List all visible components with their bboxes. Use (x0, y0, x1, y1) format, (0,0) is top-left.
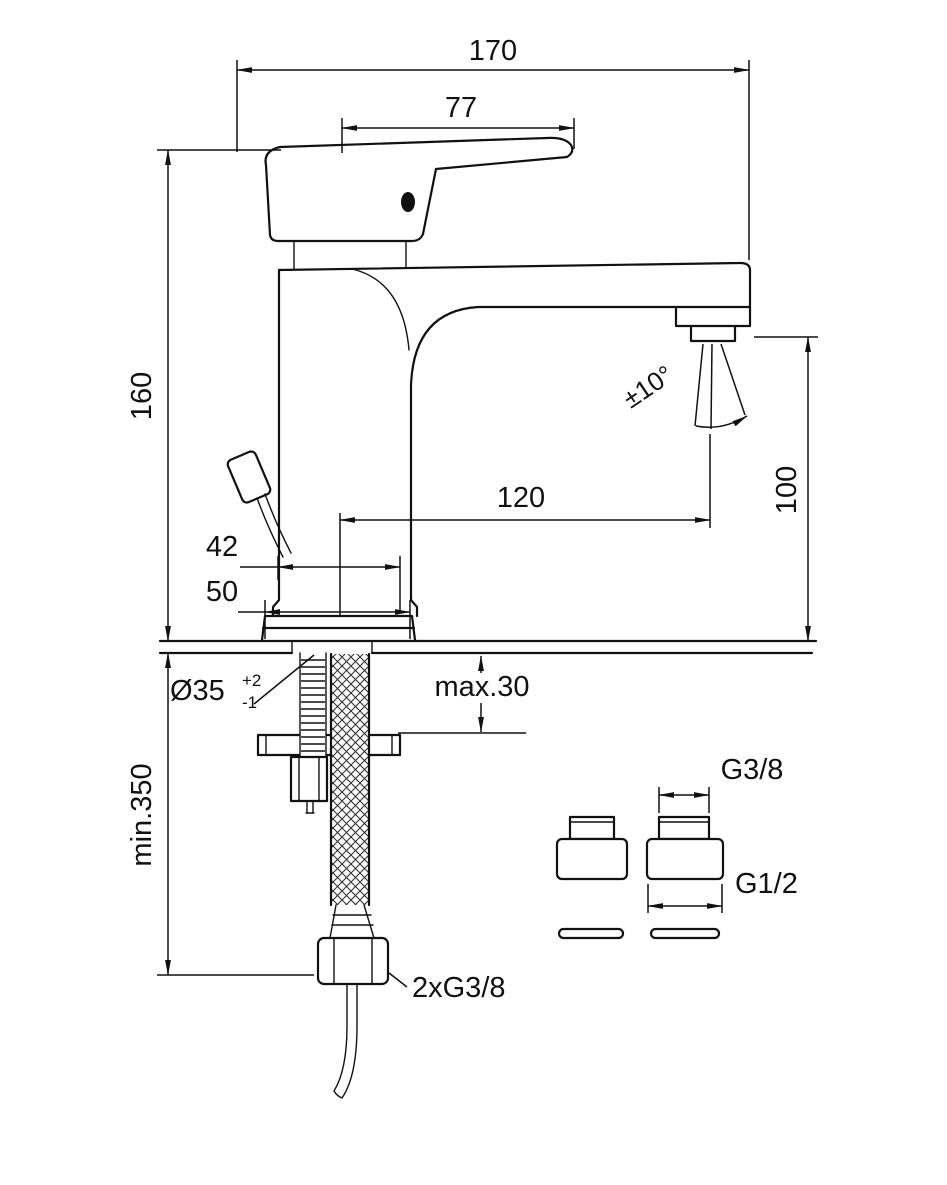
hose-nut-facets (333, 937, 373, 985)
dim-label-120: 120 (497, 482, 545, 514)
body-and-spout-outline (271, 261, 752, 618)
hose-nut (316, 936, 390, 986)
dim-label-50: 50 (206, 576, 238, 608)
spray-lines (694, 343, 746, 430)
spray-angle-label: ±10° (617, 359, 678, 414)
dimension-42: 42 (206, 531, 401, 610)
dim-label-42: 42 (206, 531, 238, 563)
dimension-100: 100 (754, 336, 818, 642)
handle-button (401, 192, 415, 212)
adapter2-top-cylinder (657, 815, 711, 841)
braided-hose-braiding (331, 654, 369, 905)
adapter1-body (555, 837, 629, 881)
dim-label-min350: min.350 (126, 763, 158, 866)
spray-swivel-arc (695, 415, 748, 428)
mounting-washer (256, 733, 402, 757)
hose-crimp-ferrule (329, 904, 375, 939)
adapter2-body (645, 837, 725, 881)
dimension-120: 120 (339, 434, 711, 617)
hose-tail-tube (333, 983, 358, 1099)
drain-rod-tail (305, 800, 315, 814)
dim-label-77: 77 (445, 92, 477, 124)
dimension-50: 50 (206, 576, 411, 639)
braided-hose-sides (329, 652, 371, 907)
spray-cone-group: ±10° (617, 343, 748, 430)
countertop-group (158, 639, 818, 655)
lever-handle-outline (264, 136, 574, 171)
threaded-shank-fill (300, 653, 326, 757)
cartridge-neck (293, 240, 407, 270)
pull-rod (256, 493, 292, 558)
faucet-body-group: ±10° (226, 136, 752, 642)
adapter-fittings-group (555, 815, 725, 940)
dim-label-G12: G1/2 (735, 868, 798, 900)
gasket2 (649, 927, 721, 940)
dimension-hose-connection: 2xG3/8 (388, 972, 506, 1004)
mounting-nut-facets (298, 756, 320, 802)
dim-label-160: 160 (126, 372, 158, 420)
dim-label-max30: max.30 (434, 671, 529, 703)
shank-thread-hatching (301, 659, 325, 752)
below-counter-group (256, 652, 402, 1099)
threaded-shank-sides (299, 652, 327, 758)
dimension-160: 160 (126, 149, 281, 642)
handle-base-outline (264, 163, 438, 243)
dim-label-tolerance-lower: -1 (242, 693, 257, 712)
dimension-min350: min.350 (126, 652, 314, 976)
mounting-nut (289, 755, 329, 803)
counter-hole-edges (291, 640, 373, 654)
dimensions-group: 170 77 160 min.350 100 120 (126, 35, 818, 1004)
pull-rod-knob (226, 450, 272, 504)
dim-label-170: 170 (469, 35, 517, 67)
dimension-170: 170 (236, 35, 750, 260)
dimension-77: 77 (341, 92, 575, 153)
dim-label-tolerance-upper: +2 (242, 671, 261, 690)
gasket1 (557, 927, 625, 940)
dimension-G38: G3/8 (658, 754, 784, 813)
spout-inner-contour (351, 268, 410, 351)
dimension-G12: G1/2 (647, 868, 798, 913)
adapter1-top-cylinder (568, 815, 616, 841)
dim-label-hole-diameter: Ø35 (170, 675, 225, 707)
leader-line (388, 972, 408, 988)
dimension-hole-diameter: Ø35 +2 -1 (170, 654, 315, 712)
leader-line (253, 654, 315, 705)
dim-label-100: 100 (771, 466, 803, 514)
base-plate (260, 614, 417, 642)
dim-label-G38: G3/8 (721, 754, 784, 786)
aerator-outline (674, 305, 752, 343)
dimension-max30: max.30 (398, 655, 530, 734)
mounting-washer-edges (265, 734, 393, 756)
dim-label-2xG38: 2xG3/8 (412, 972, 506, 1004)
